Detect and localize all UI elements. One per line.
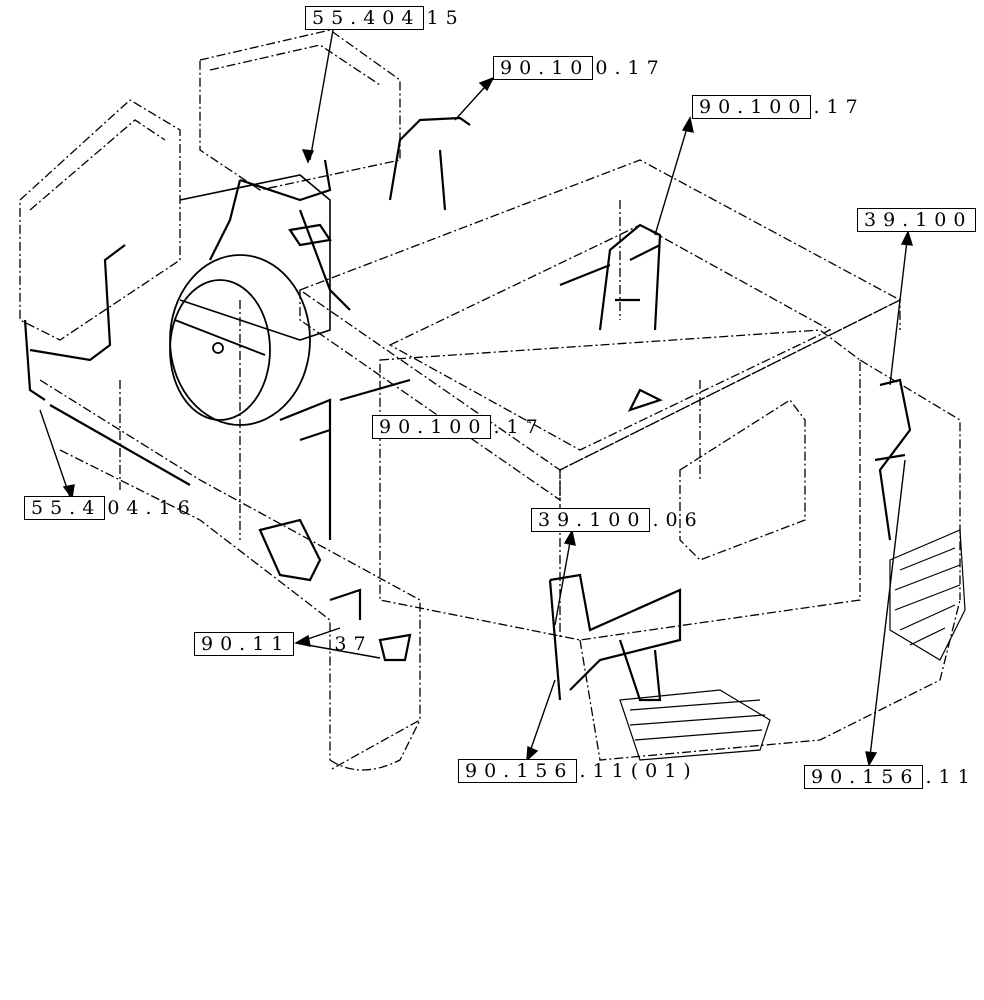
callout-reference: 90.11 <box>194 632 295 656</box>
callout-suffix: .11(01) <box>579 760 698 782</box>
callout-90-100-17-middle[interactable]: 90.100 .17 <box>372 415 545 439</box>
callout-reference: 39.100 <box>531 508 651 532</box>
callout-39-100-06[interactable]: 39.100 .06 <box>531 508 704 532</box>
callout-90-11-37[interactable]: 90.11 37 <box>194 632 373 656</box>
callout-39-100[interactable]: 39.100 <box>857 208 978 232</box>
callout-suffix: .11 <box>925 766 977 788</box>
callout-reference: 90.100 <box>692 95 812 119</box>
callout-suffix: .17 <box>493 416 545 438</box>
callout-suffix: 0.17 <box>595 57 666 79</box>
leader-lines <box>39 29 913 767</box>
component-brackets <box>23 116 912 702</box>
machine-phantom-outline <box>19 29 961 771</box>
callout-reference: 90.156 <box>804 765 924 789</box>
callout-suffix: 04.16 <box>107 497 197 519</box>
callout-reference: 90.10 <box>493 56 594 80</box>
callout-reference: 55.404 <box>305 6 425 30</box>
callout-reference: 90.100 <box>372 415 492 439</box>
component-wheel <box>169 254 311 426</box>
callout-reference: 39.100 <box>857 208 977 232</box>
callout-90-100-17-right[interactable]: 90.100 .17 <box>692 95 865 119</box>
callout-suffix: .17 <box>813 96 865 118</box>
callout-reference: 90.156 <box>458 759 578 783</box>
callout-90-100-17-top[interactable]: 90.10 0.17 <box>493 56 666 80</box>
callout-suffix: 37 <box>334 633 373 655</box>
callout-reference: 55.4 <box>24 496 106 520</box>
component-frame-box <box>179 174 331 341</box>
callout-suffix: .06 <box>652 509 704 531</box>
callout-suffix: 15 <box>426 7 465 29</box>
callout-90-156-11[interactable]: 90.156 .11 <box>804 765 977 789</box>
callout-55-404-16[interactable]: 55.4 04.16 <box>24 496 197 520</box>
callout-55-404-15[interactable]: 55.404 15 <box>305 6 465 30</box>
callout-90-156-11-01[interactable]: 90.156 .11(01) <box>458 759 698 783</box>
component-step-grilles <box>619 529 966 761</box>
